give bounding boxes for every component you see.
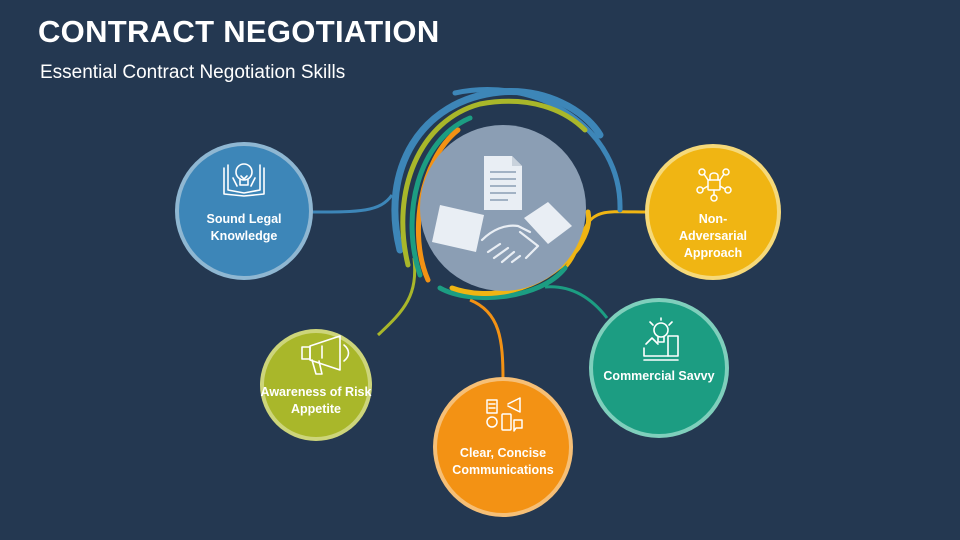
center-swirl <box>391 87 623 301</box>
connector-legal <box>311 194 394 214</box>
idea-hand-icon <box>643 317 679 361</box>
communication-icon <box>486 397 523 432</box>
node-nonadv <box>645 144 781 280</box>
node-label-comm: Clear, Concise Communications <box>452 446 554 477</box>
connector-savvy <box>544 285 609 319</box>
network-lock-icon <box>696 168 732 202</box>
handshake-contract-icon <box>432 156 572 264</box>
node-comm <box>433 377 573 517</box>
node-legal <box>175 142 313 280</box>
node-label-risk: Awareness of Risk Appetite <box>260 385 372 416</box>
node-label-savvy: Commercial Savvy <box>603 369 715 383</box>
node-savvy <box>589 298 729 438</box>
lightbulb-book-icon <box>223 163 265 197</box>
connector-comm <box>469 298 505 381</box>
node-label-nonadv: Non-Adversarial Approach <box>678 212 748 260</box>
connector-risk <box>376 257 417 337</box>
node-risk <box>260 329 372 441</box>
megaphone-icon <box>301 335 350 375</box>
page-title: CONTRACT NEGOTIATION <box>38 14 440 49</box>
page-subtitle: Essential Contract Negotiation Skills <box>40 62 346 83</box>
node-label-legal: Sound Legal Knowledge <box>206 212 282 243</box>
